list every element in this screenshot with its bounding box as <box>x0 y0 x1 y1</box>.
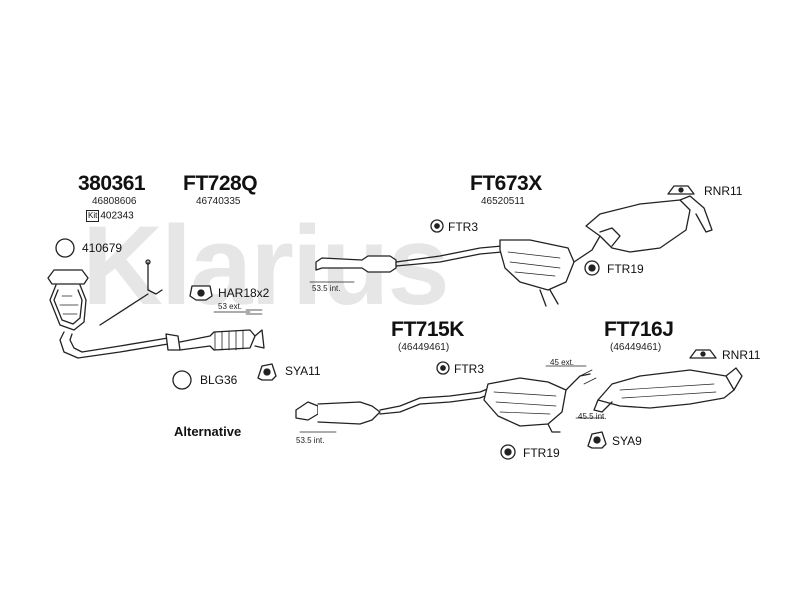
catalytic-converter-icon <box>47 269 181 359</box>
alternative-label: Alternative <box>174 424 242 439</box>
centre-pipe-oem-number: 46520511 <box>481 196 525 207</box>
rear-silencer-top-icon <box>585 195 713 253</box>
ftr19-bottom-icon <box>500 444 516 460</box>
ftr19-top-label: FTR19 <box>607 262 644 276</box>
alt-centre-part-number: FT715K <box>391 318 464 341</box>
ftr3-bottom-label: FTR3 <box>454 362 484 376</box>
mount-sya11-icon <box>257 363 277 381</box>
ring-blg36-label: BLG36 <box>200 373 238 387</box>
mount-sya11-label: SYA11 <box>285 364 321 378</box>
ftr3-top-icon <box>430 219 444 233</box>
front-pipe-icon <box>179 309 265 351</box>
kit-badge: Kit <box>86 210 100 222</box>
rnr11-top-icon <box>667 185 695 195</box>
ring-410679-label: 410679 <box>82 241 123 255</box>
centre-pipe-part-number: FT673X <box>470 172 542 195</box>
measure-53-ext: 53 ext. <box>218 302 243 311</box>
rnr11-bottom-label: RNR11 <box>722 348 761 362</box>
ftr19-bottom-label: FTR19 <box>523 446 560 460</box>
ftr3-bottom-icon <box>436 361 450 375</box>
alt-centre-pipe-icon <box>295 373 591 433</box>
measure-53-5-int-top: 53.5 int. <box>312 284 341 293</box>
ring-blg36-icon <box>172 370 192 390</box>
clamp-har-icon <box>189 285 213 301</box>
rnr11-bottom-icon <box>689 349 717 359</box>
cat-part-number: 380361 <box>78 172 146 195</box>
alt-centre-oem-number: (46449461) <box>398 342 450 353</box>
measure-45-ext: 45 ext. <box>550 358 575 367</box>
ftr19-top-icon <box>584 260 600 276</box>
ring-410679-icon <box>55 238 75 258</box>
cat-oem-number: 46808606 <box>92 196 137 207</box>
front-pipe-part-number: FT728Q <box>183 172 258 195</box>
rnr11-top-label: RNR11 <box>704 184 743 198</box>
measurement-lines <box>213 281 605 433</box>
alt-rear-silencer-icon <box>593 367 743 413</box>
measure-53-5-int-bottom: 53.5 int. <box>296 436 325 445</box>
ftr3-top-label: FTR3 <box>448 220 478 234</box>
alt-rear-part-number: FT716J <box>604 318 674 341</box>
mount-sya9-icon <box>587 431 607 449</box>
bracket-icon <box>99 259 163 326</box>
clamp-har-label: HAR18x2 <box>218 286 270 300</box>
kit-number: 402343 <box>100 210 134 222</box>
front-pipe-oem-number: 46740335 <box>196 196 241 207</box>
centre-pipe-icon <box>315 231 611 307</box>
alt-rear-oem-number: (46449461) <box>610 342 662 353</box>
mount-sya9-label: SYA9 <box>612 434 642 448</box>
measure-45-5-int: 45.5 int. <box>578 412 607 421</box>
